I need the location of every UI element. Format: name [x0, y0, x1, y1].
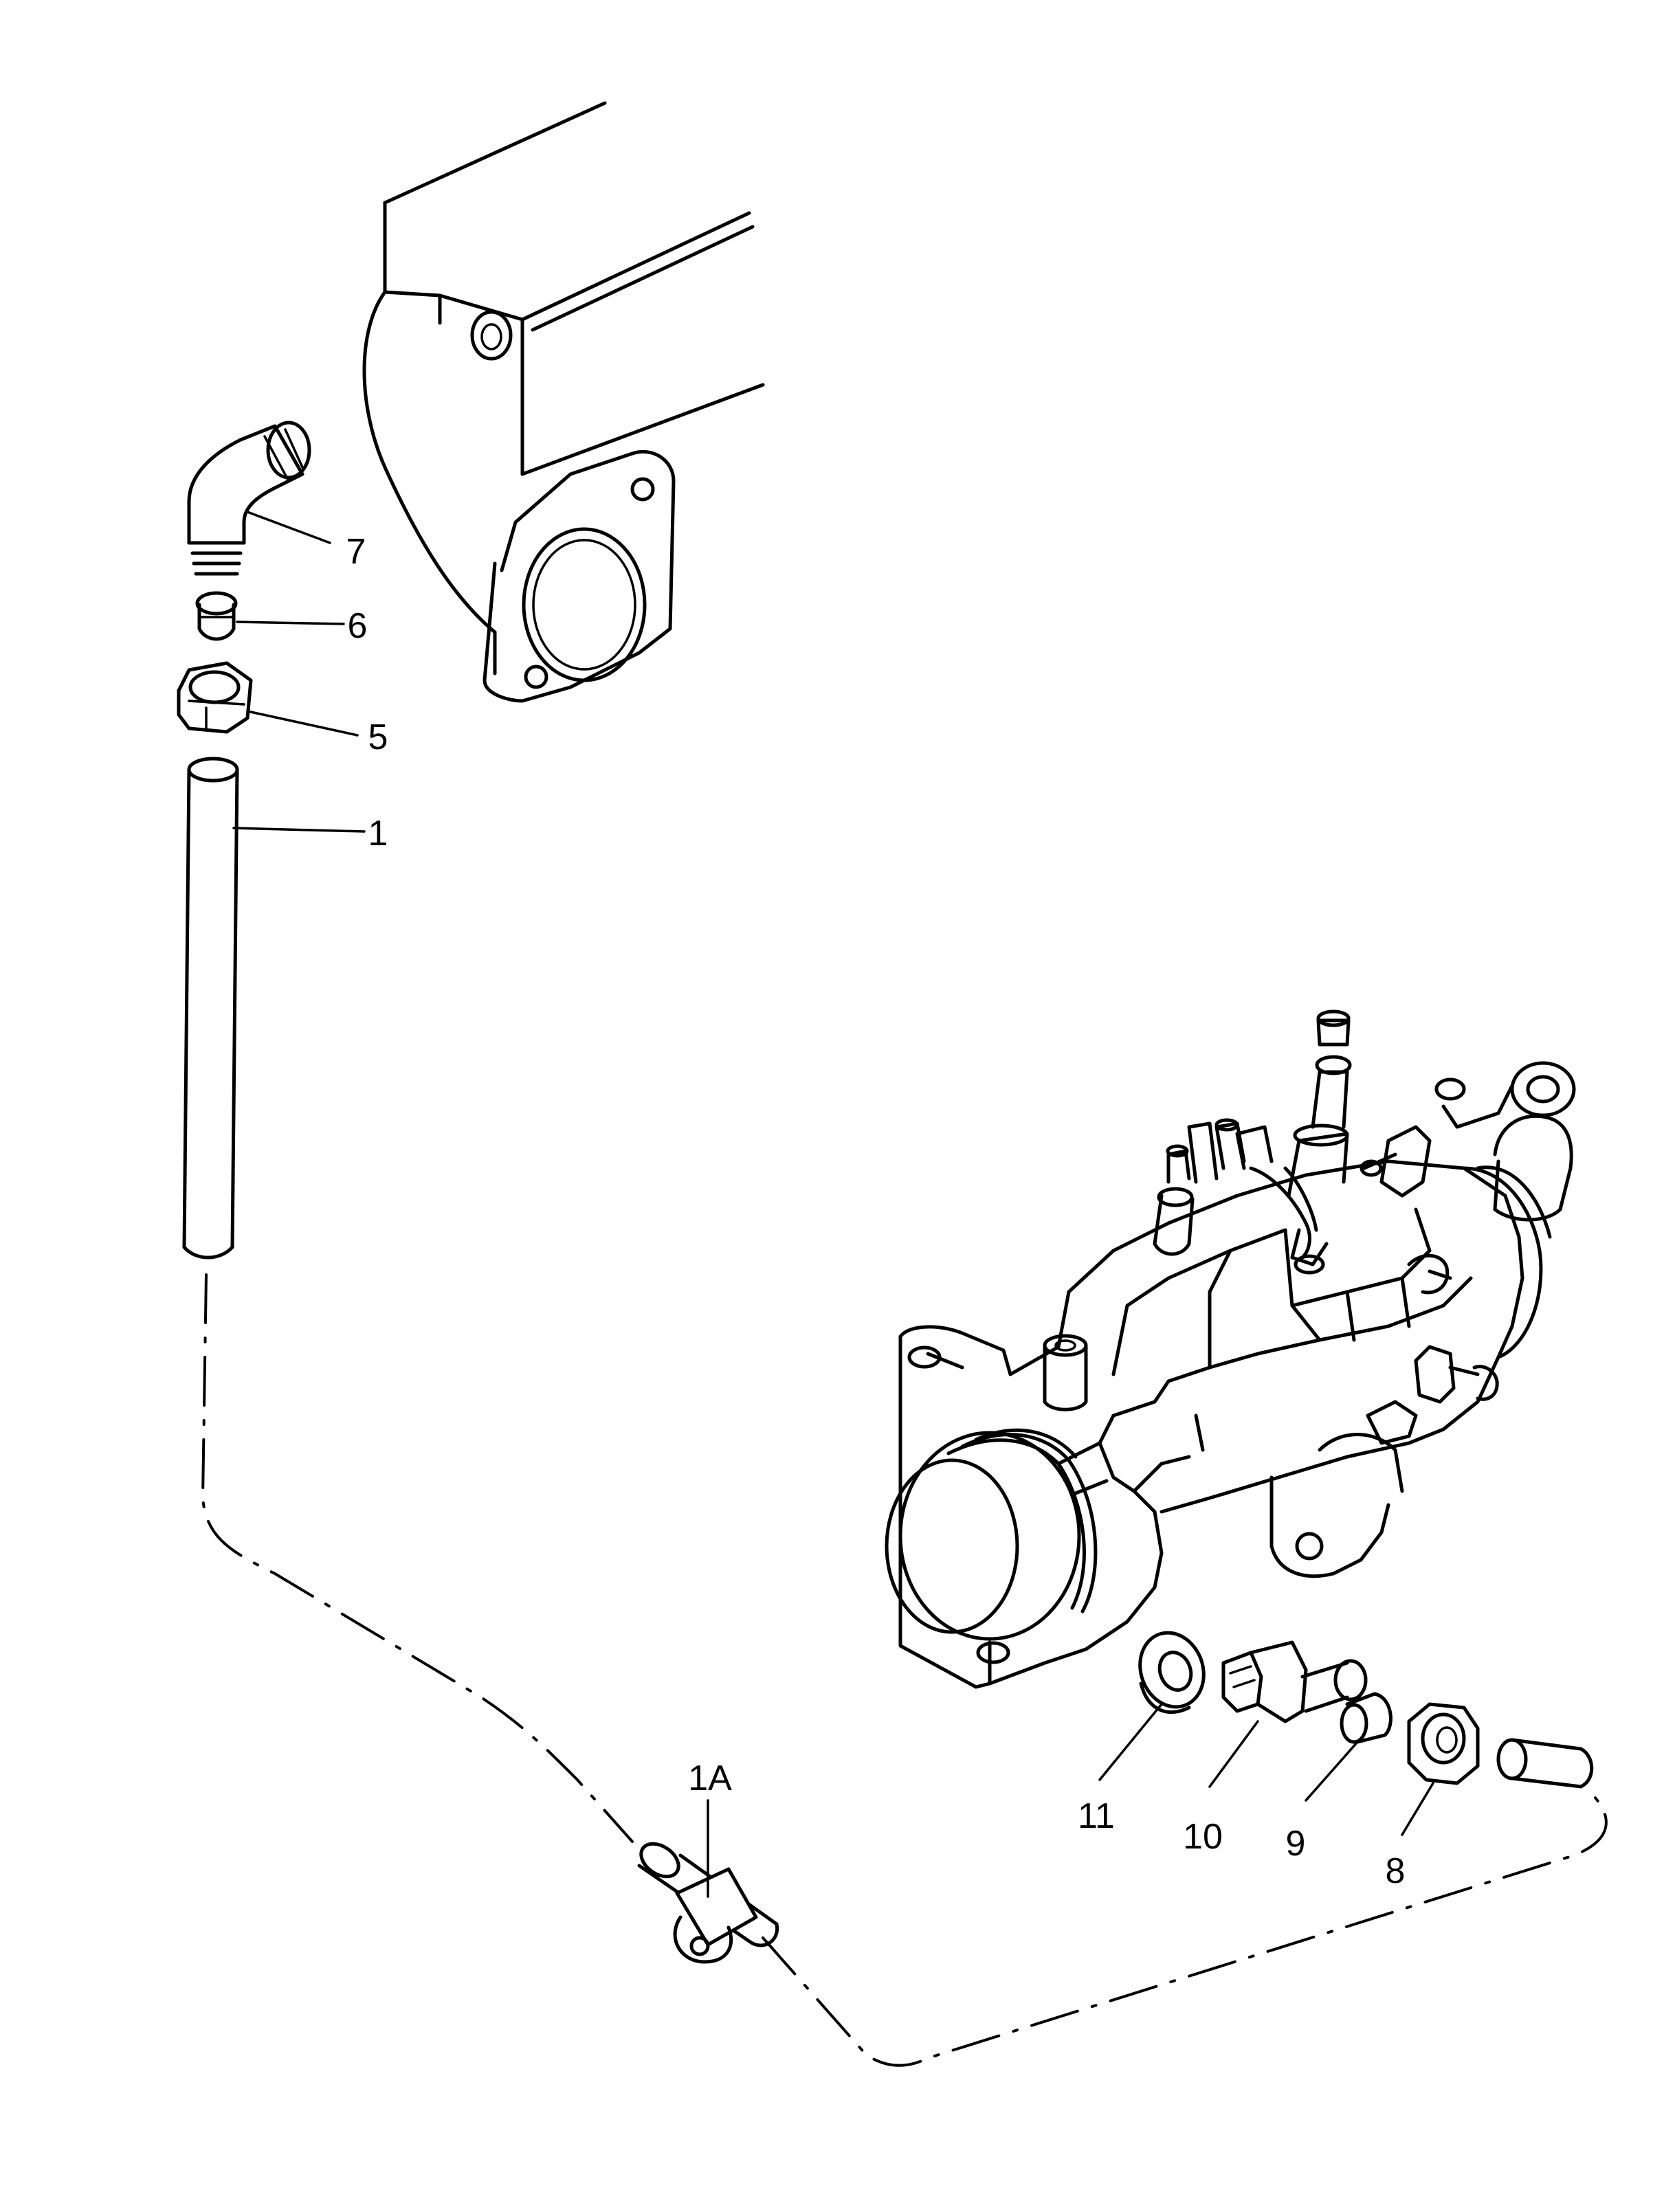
callout-6: 6 — [348, 606, 368, 646]
intake-manifold — [362, 101, 765, 703]
leader-lines — [232, 511, 1434, 1898]
callout-5: 5 — [368, 717, 388, 757]
injection-pump — [885, 1009, 1576, 1689]
callout-1a: 1A — [688, 1758, 732, 1798]
sealing-washer — [1138, 1631, 1206, 1714]
callout-labels: 7 6 5 1 1A 11 10 9 8 — [346, 532, 1406, 1891]
callout-7: 7 — [346, 532, 366, 572]
callout-11: 11 — [1078, 1796, 1115, 1836]
hose-elbow — [187, 421, 311, 576]
tube-end — [1496, 1738, 1594, 1789]
union-nut — [1407, 1702, 1480, 1785]
callout-9: 9 — [1286, 1824, 1306, 1864]
callout-10: 10 — [1183, 1817, 1223, 1857]
hex-nut — [177, 661, 253, 734]
small-fitting — [195, 591, 238, 641]
callout-8: 8 — [1386, 1851, 1406, 1891]
callout-1: 1 — [368, 814, 388, 853]
routing-line-lower — [762, 1796, 1608, 2067]
olive-ring — [1340, 1692, 1393, 1744]
pipe — [182, 757, 239, 1260]
adapter-fitting — [1221, 1640, 1368, 1723]
pipe-clip — [637, 1842, 779, 1964]
routing-line — [201, 1273, 634, 1843]
